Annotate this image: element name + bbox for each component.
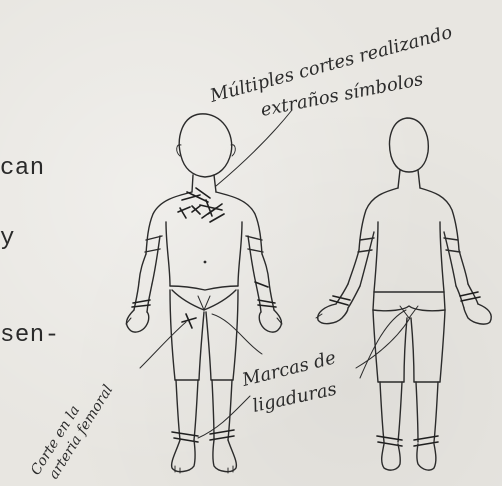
chest-cut-marks	[178, 188, 224, 222]
annotation-leaders	[140, 110, 410, 438]
front-body-figure	[126, 114, 282, 473]
back-body-figure	[316, 118, 491, 470]
